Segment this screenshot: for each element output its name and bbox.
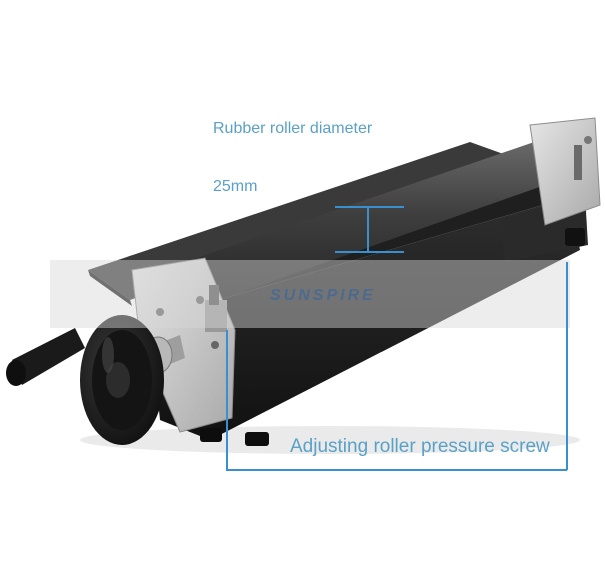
spring-screw-right [574,145,582,180]
foot-front-mid [245,432,269,446]
pressure-screw-label: Adjusting roller pressure screw [290,436,550,457]
watermark-band [50,260,570,328]
foot-right [565,228,585,246]
watermark-text: SUNSPIRE [270,287,376,304]
foot-front-left [200,428,222,442]
machine-body-front [150,200,580,440]
plate-bolt-left-a [156,308,164,316]
plate-bolt-right [584,136,592,144]
roller-diameter-value: 25mm [213,178,258,195]
pressure-screw-spring [209,285,219,305]
rubber-roller [185,140,565,305]
side-plate-right [529,117,601,226]
feed-tray-edge [88,270,132,306]
plate-bolt-left-c [211,341,219,349]
hand-wheel-hub [106,362,130,398]
roller-diameter-label: Rubber roller diameter [213,120,373,137]
pressure-screw-block [205,300,227,332]
crank-handle [12,328,85,385]
crank-handle-tip [6,360,26,386]
hand-wheel-highlight [102,337,114,373]
plate-bolt-left-b [196,296,204,304]
pressure-screw-callout-left [226,330,567,471]
